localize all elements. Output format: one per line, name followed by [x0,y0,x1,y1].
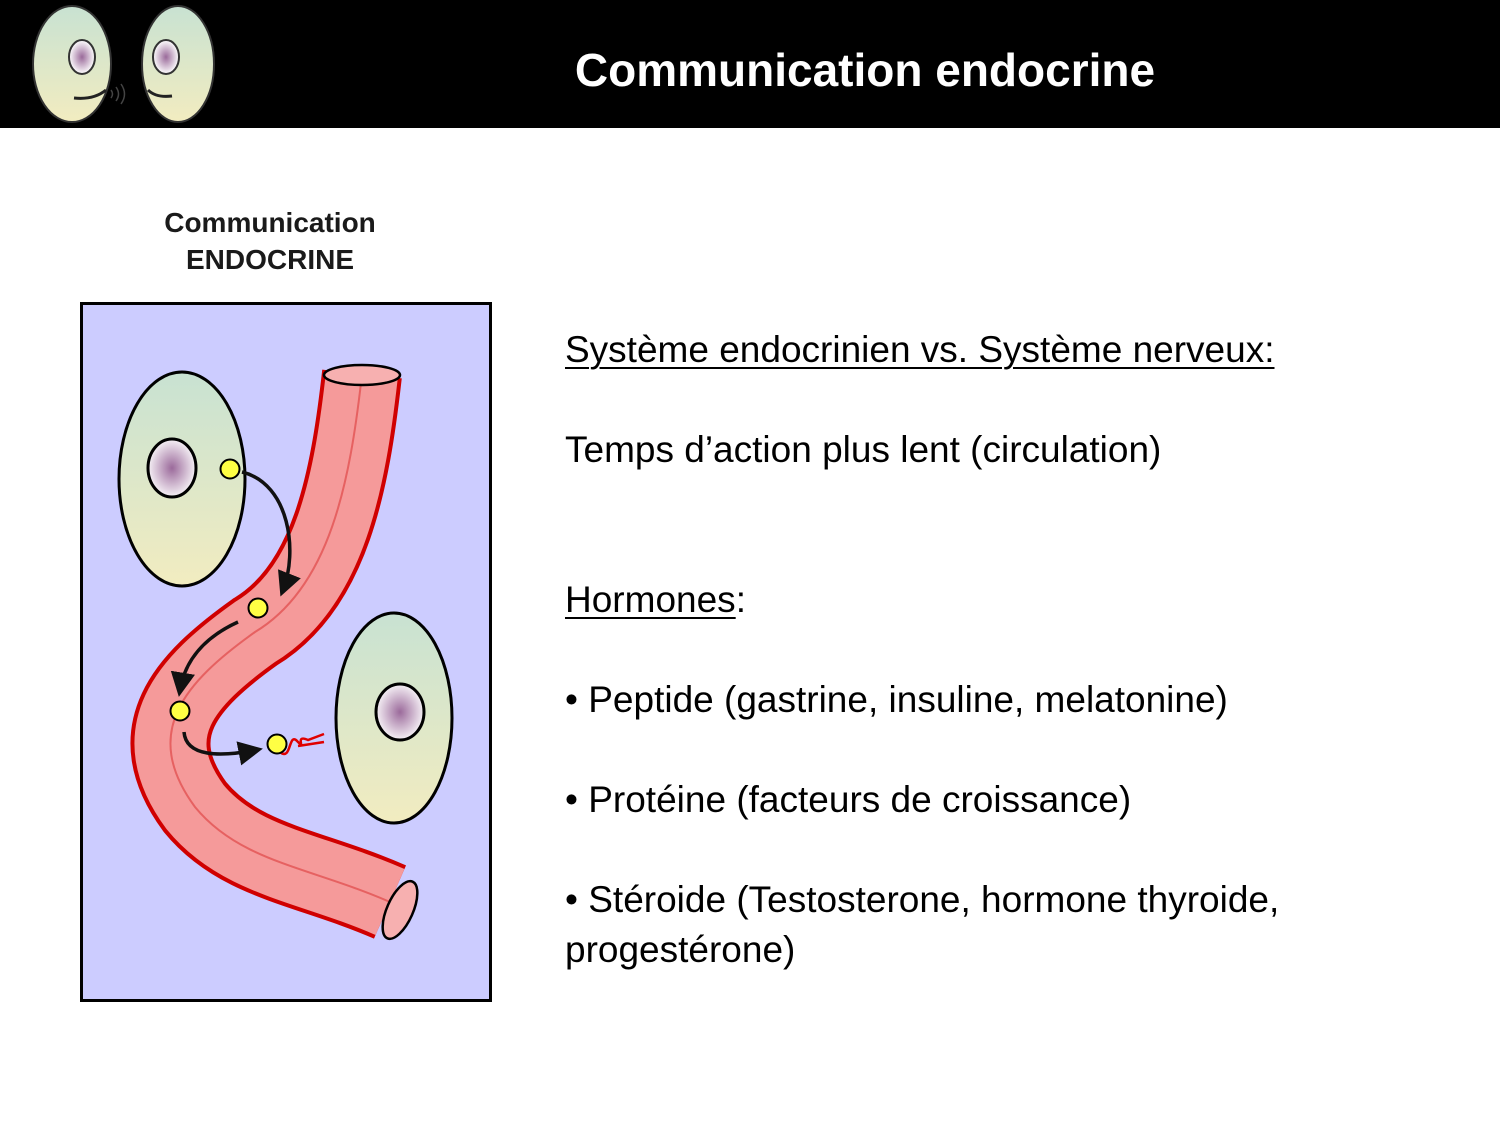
hormone-molecule [247,597,269,619]
secreting-cell [117,370,247,588]
hormones-heading: Hormones: [565,575,1465,625]
header-bar: Communication endocrine [0,0,1500,128]
content-text: Système endocrinien vs. Système nerveux:… [565,325,1465,975]
arrow-to-target [182,731,263,766]
diagram-caption-line1: Communication [164,207,376,238]
endocrine-diagram [80,302,492,1002]
arrow-circulation [170,620,239,697]
bullet-peptide: • Peptide (gastrine, insuline, melatonin… [565,679,1228,720]
two-cells-talking-icon [32,5,215,123]
vessel-opening-top [322,363,402,387]
hormone-molecule [219,458,241,480]
comparison-heading-text: Système endocrinien vs. Système nerveux: [565,329,1275,370]
slide-title: Communication endocrine [574,44,1156,96]
bullet-steroid: • Stéroide (Testosterone, hormone thyroi… [565,879,1280,970]
nucleus [374,682,426,742]
bullet-protein: • Protéine (facteurs de croissance) [565,779,1132,820]
nucleus [146,437,198,499]
blood-vessel [130,363,419,941]
diagram-caption-line2: ENDOCRINE [185,244,354,275]
hormone-molecule [169,700,191,722]
vessel-opening-bottom [381,879,419,941]
action-time-line: Temps d’action plus lent (circulation) [565,429,1162,470]
target-cell [334,611,454,825]
hormones-colon: : [735,579,746,620]
arrow-secretion [241,470,301,597]
comparison-heading: Système endocrinien vs. Système nerveux: [565,325,1465,375]
diagram-caption: Communication ENDOCRINE [110,204,430,278]
hormones-label: Hormones [565,579,736,620]
receptor [279,732,325,756]
hormone-molecule [266,733,288,755]
